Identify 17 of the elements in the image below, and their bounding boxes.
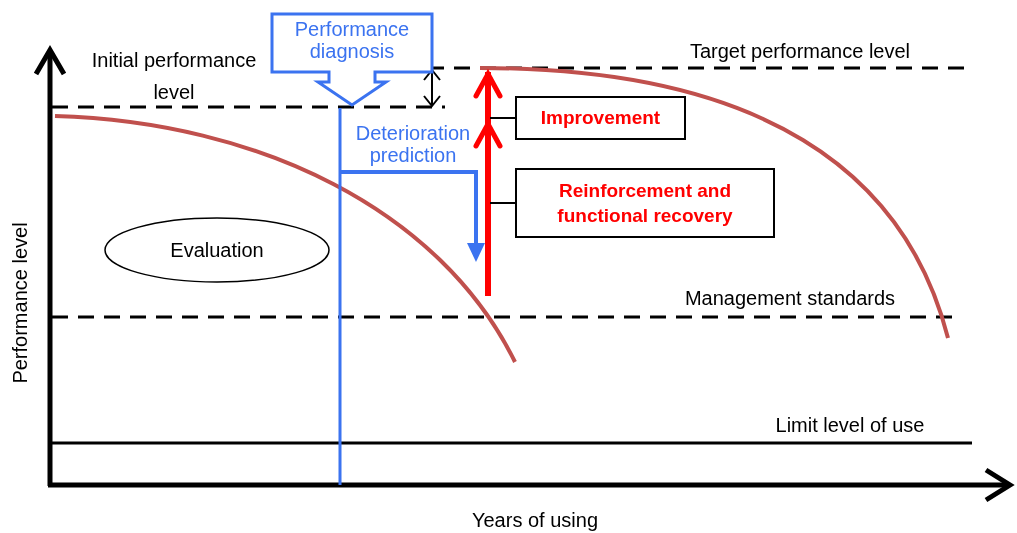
process-box — [515, 96, 686, 140]
axis-label: Years of using — [471, 508, 599, 533]
leader-line — [489, 202, 516, 204]
evaluation-ellipse — [104, 217, 330, 283]
process-box — [515, 168, 775, 238]
node-text: Reinforcement and functional recovery — [556, 179, 734, 228]
label-text: Management standards — [683, 286, 897, 311]
label-text: Initial performance level — [90, 48, 258, 105]
callout-box — [270, 12, 434, 107]
axis-label: Performance level — [8, 221, 32, 386]
node-text: Improvement — [540, 105, 661, 130]
label-text: Limit level of use — [774, 413, 926, 438]
label-text: Deterioration prediction — [354, 122, 472, 166]
leader-line — [489, 117, 516, 119]
label-text: Target performance level — [688, 39, 912, 64]
node-text: Evaluation — [170, 238, 264, 263]
node-text: Performance diagnosis — [293, 18, 411, 62]
